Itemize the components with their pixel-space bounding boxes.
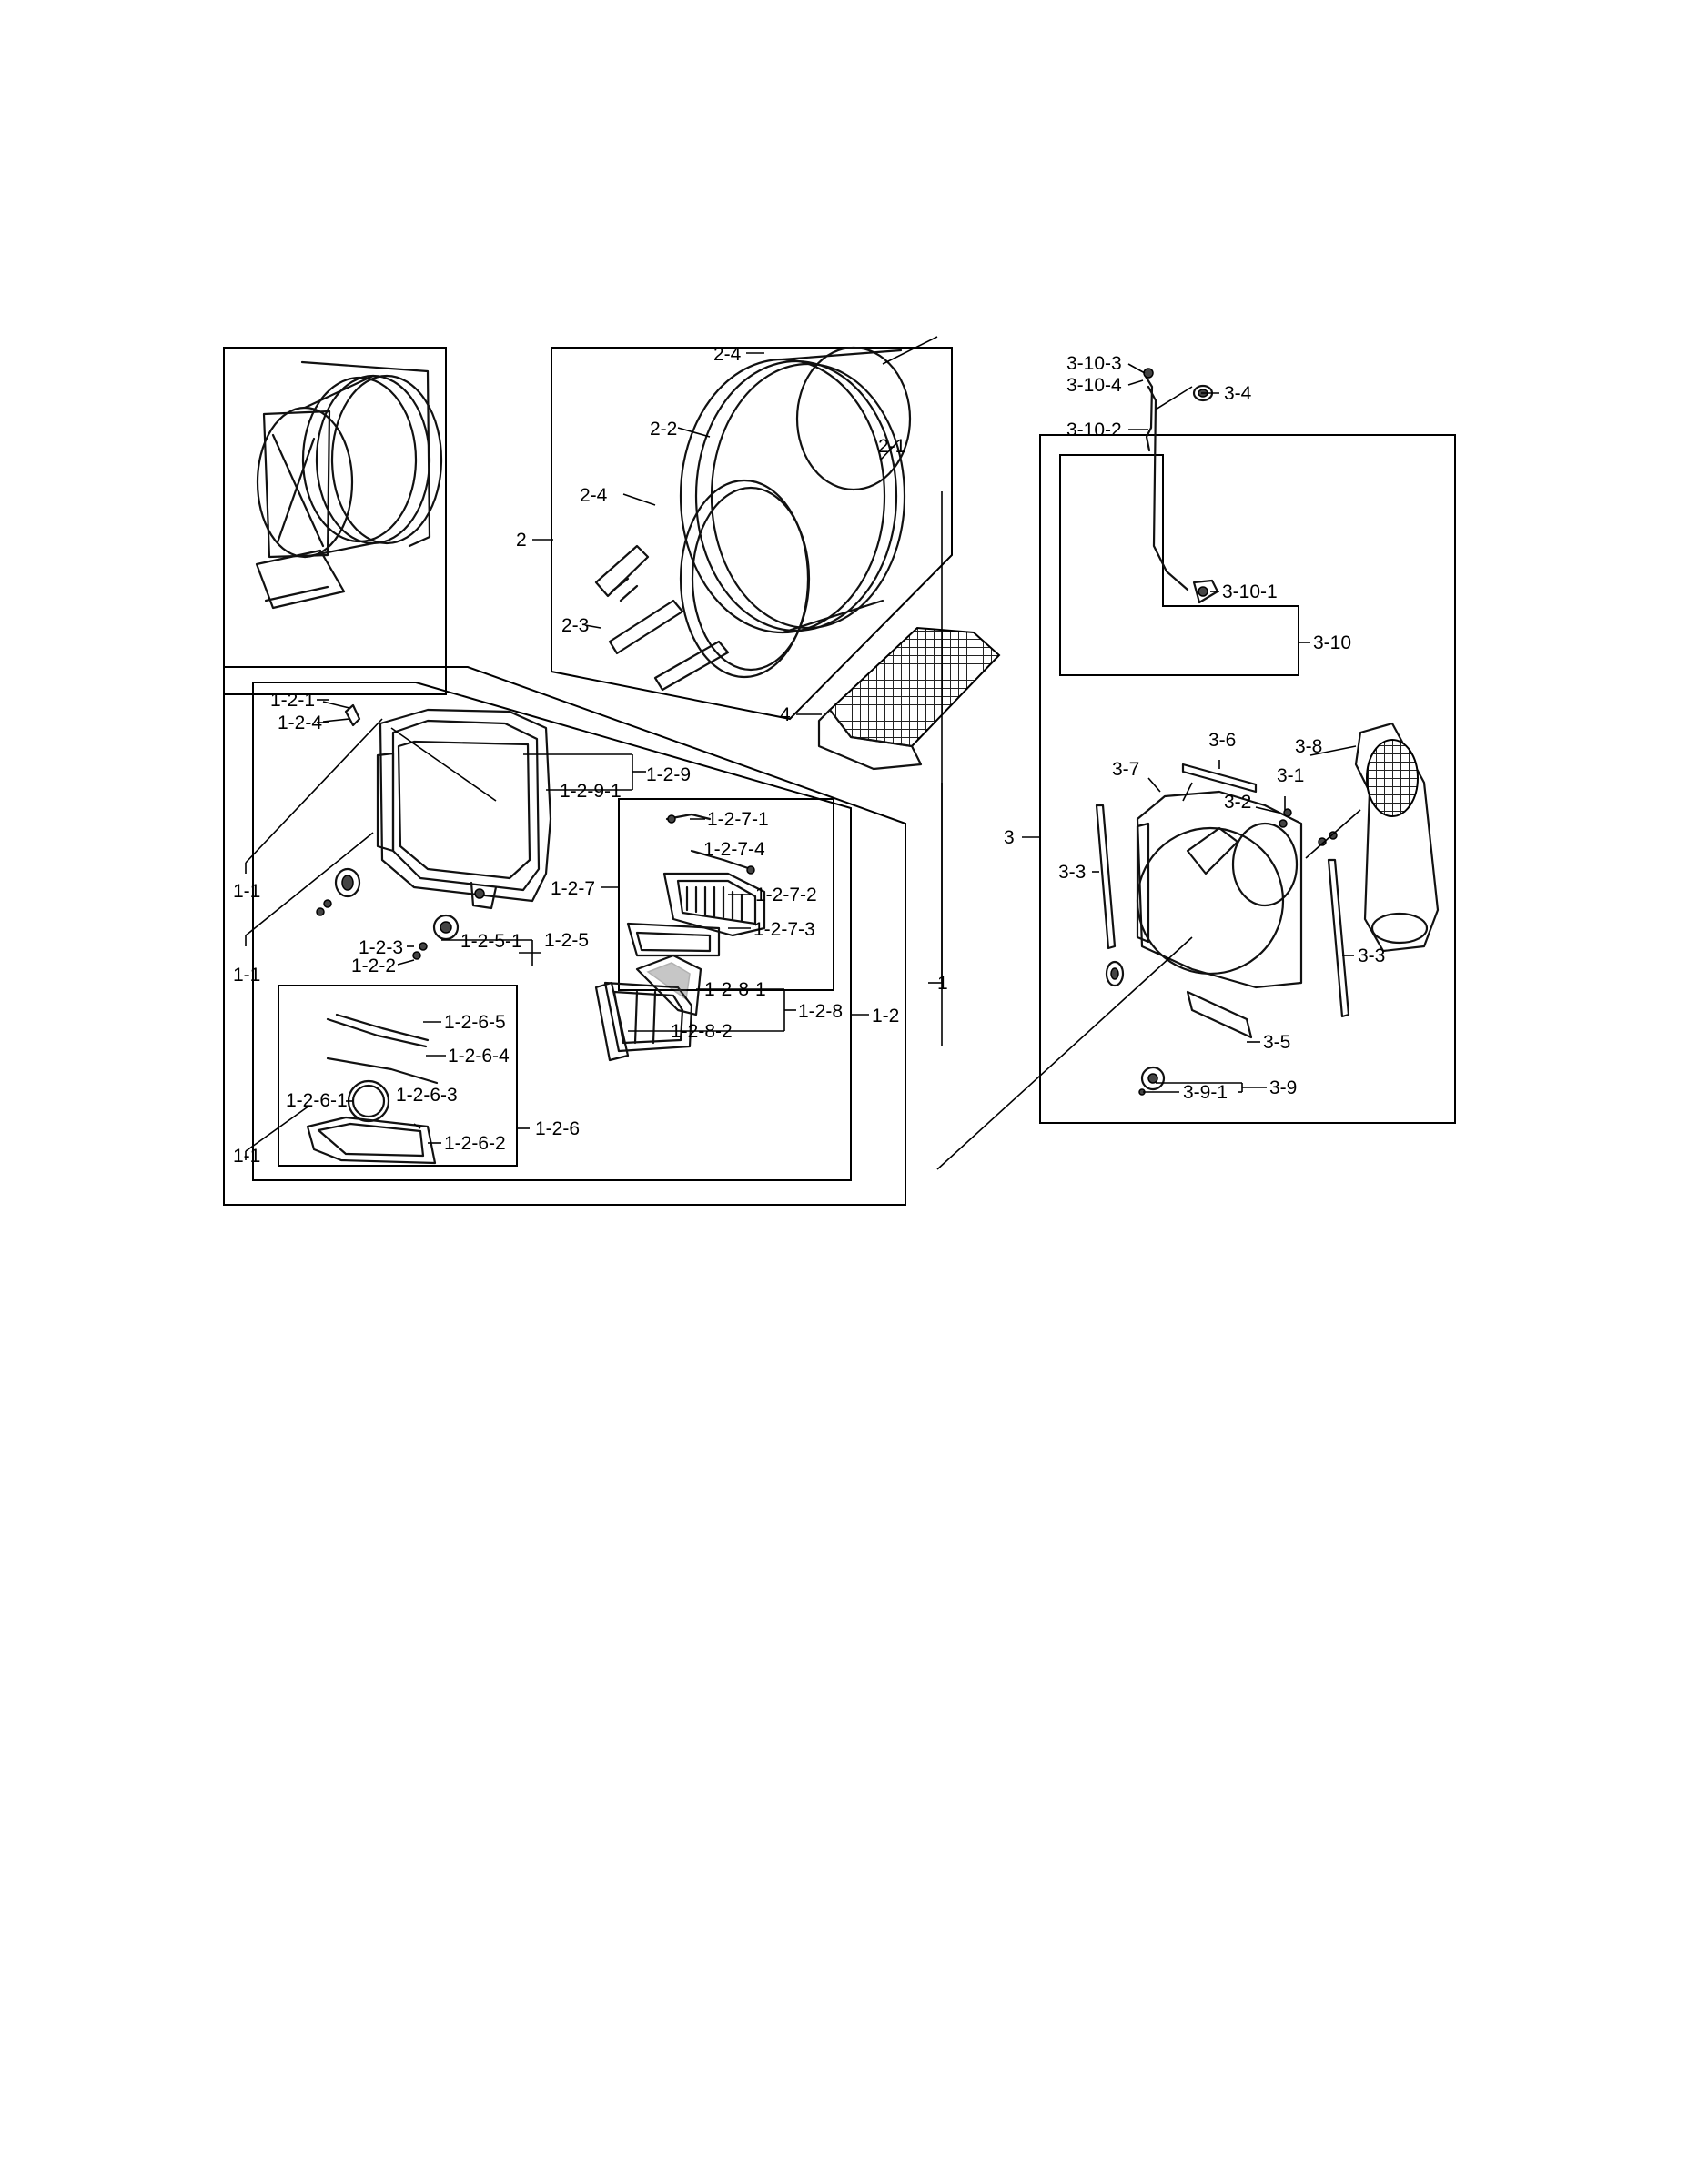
assembly-2-panel bbox=[551, 336, 953, 721]
label-1-2-3: 1-2-3 bbox=[359, 937, 403, 958]
label-1-2-9: 1-2-9 bbox=[646, 764, 691, 785]
label-3-10-3: 3-10-3 bbox=[1066, 353, 1122, 374]
label-3-5: 3-5 bbox=[1263, 1032, 1290, 1053]
part-4-lint-screen bbox=[817, 626, 1001, 771]
label-3-3-left: 3-3 bbox=[1058, 862, 1086, 883]
label-1-2-1: 1-2-1 bbox=[270, 690, 315, 711]
label-3-1: 3-1 bbox=[1277, 765, 1304, 786]
assembled-drum-illustration bbox=[255, 360, 443, 610]
label-1-2-6-2: 1-2-6-2 bbox=[444, 1133, 506, 1154]
label-2: 2 bbox=[516, 530, 527, 551]
subassembly-1-2-6-panel bbox=[278, 985, 518, 1167]
label-1-2-6: 1-2-6 bbox=[535, 1118, 580, 1139]
label-2-2: 2-2 bbox=[650, 419, 677, 440]
label-1-2-6-3: 1-2-6-3 bbox=[396, 1085, 458, 1106]
roller-parts-1-2-5 bbox=[316, 867, 460, 960]
label-1-2-6-1: 1-2-6-1 bbox=[286, 1090, 348, 1111]
label-1-2-7-1: 1-2-7-1 bbox=[707, 809, 769, 830]
label-1-2-4: 1-2-4 bbox=[278, 713, 322, 733]
label-1-2: 1-2 bbox=[872, 1006, 899, 1026]
label-1: 1 bbox=[937, 973, 948, 994]
label-2-4-left: 2-4 bbox=[580, 485, 608, 506]
label-3-4: 3-4 bbox=[1224, 383, 1252, 404]
front-panel-illustration bbox=[376, 708, 552, 910]
label-1-2-5-1: 1-2-5-1 bbox=[460, 931, 522, 952]
label-1-2-7-3: 1-2-7-3 bbox=[753, 919, 815, 940]
label-3: 3 bbox=[1004, 827, 1015, 848]
label-2-4-top: 2-4 bbox=[713, 344, 742, 365]
label-2-3: 2-3 bbox=[561, 615, 589, 636]
assembly-1-panel bbox=[223, 666, 906, 1206]
label-2-1: 2-1 bbox=[878, 436, 905, 457]
label-3-6: 3-6 bbox=[1208, 730, 1236, 751]
label-1-2-8-2: 1-2-8-2 bbox=[671, 1021, 733, 1042]
label-1-1-a: 1-1 bbox=[233, 881, 260, 902]
label-3-9: 3-9 bbox=[1269, 1077, 1297, 1098]
label-1-2-9-1: 1-2-9-1 bbox=[560, 781, 622, 802]
label-3-9-1: 3-9-1 bbox=[1183, 1082, 1228, 1103]
label-3-3-right: 3-3 bbox=[1358, 945, 1385, 966]
label-1-2-6-5: 1-2-6-5 bbox=[444, 1012, 506, 1033]
label-3-2: 3-2 bbox=[1224, 792, 1251, 813]
leader-lines bbox=[317, 352, 1357, 1144]
filter-parts-1-2-8 bbox=[594, 954, 702, 1062]
label-3-10-1: 3-10-1 bbox=[1222, 581, 1278, 602]
label-3-8: 3-8 bbox=[1295, 736, 1322, 757]
label-3-10-4: 3-10-4 bbox=[1066, 375, 1122, 396]
callout-labels: 1-2-1 1-2-4 1-1 1-1 1-1 1-2-3 1-2-2 1-2-… bbox=[233, 344, 1385, 1167]
label-1-2-7-2: 1-2-7-2 bbox=[755, 885, 817, 905]
label-3-10: 3-10 bbox=[1313, 632, 1351, 653]
part-1-2-1-clip bbox=[322, 701, 361, 727]
label-1-2-8-1: 1-2-8-1 bbox=[704, 979, 766, 1000]
label-1-2-5: 1-2-5 bbox=[544, 930, 589, 951]
label-3-7: 3-7 bbox=[1112, 759, 1139, 780]
label-1-2-2: 1-2-2 bbox=[351, 956, 396, 976]
label-1-1-c: 1-1 bbox=[233, 1146, 260, 1167]
label-1-2-7: 1-2-7 bbox=[551, 878, 595, 899]
label-1-1-b: 1-1 bbox=[233, 965, 260, 986]
label-4: 4 bbox=[780, 704, 791, 725]
subassembly-1-2-7-panel bbox=[618, 798, 834, 991]
label-1-2-6-4: 1-2-6-4 bbox=[448, 1046, 510, 1067]
assembly-3-panel bbox=[936, 368, 1456, 1170]
label-1-2-7-4: 1-2-7-4 bbox=[703, 839, 765, 860]
label-3-10-2: 3-10-2 bbox=[1066, 420, 1122, 440]
overview-panel bbox=[223, 347, 447, 695]
label-1-2-8: 1-2-8 bbox=[798, 1001, 843, 1022]
